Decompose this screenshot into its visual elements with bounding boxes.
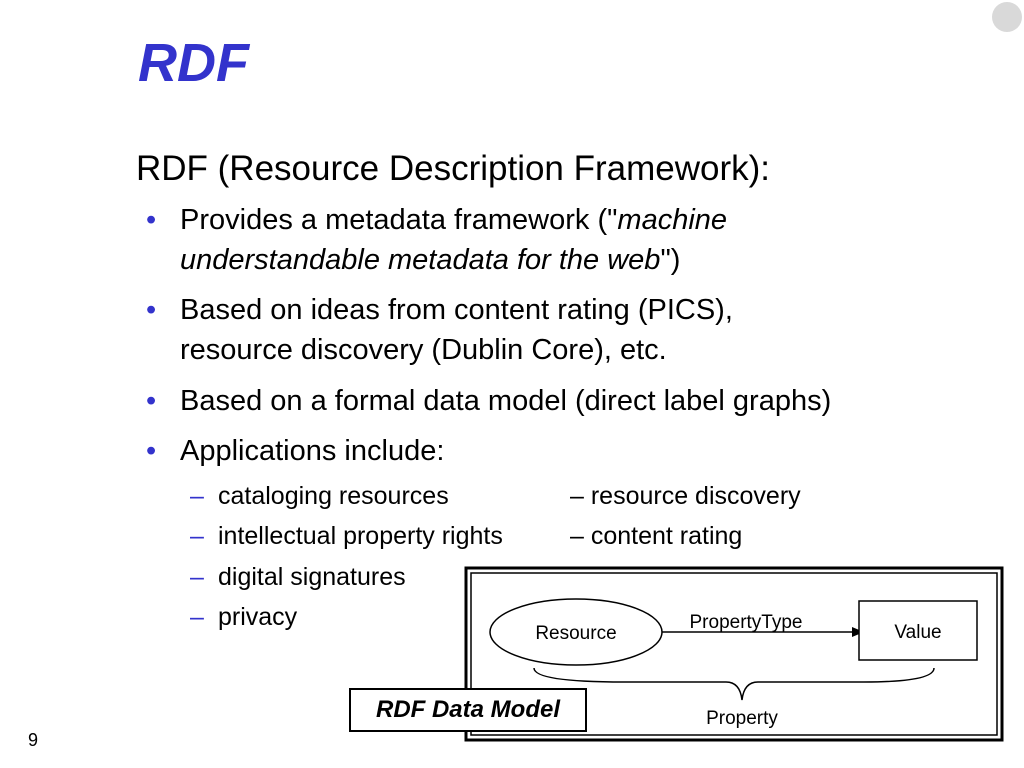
resource-node-label: Resource	[535, 623, 616, 644]
bullet-item-2: • Based on ideas from content rating (PI…	[146, 290, 980, 370]
bullet-4-text: Applications include:	[180, 435, 445, 467]
bullet-2-line2: resource discovery (Dublin Core), etc.	[180, 334, 667, 366]
bullet-dot: •	[146, 204, 157, 236]
application-label: cataloging resources	[218, 482, 449, 510]
slide-title: RDF	[138, 33, 249, 93]
application-item: – digital signatures	[190, 561, 406, 593]
bullet-1-text: Provides a metadata framework ("	[180, 204, 618, 236]
bullet-dot: •	[146, 435, 157, 467]
corner-dot-decoration	[992, 2, 1022, 32]
bullet-1-italic: machine	[617, 204, 728, 236]
bullet-1-suffix: ")	[660, 244, 681, 276]
diagram-inner-frame	[470, 572, 998, 736]
bullet-item-4: • Applications include:	[146, 431, 980, 471]
dash-marker: –	[190, 522, 204, 550]
bullet-dot: •	[146, 294, 157, 326]
property-brace	[533, 667, 935, 701]
diagram-caption: RDF Data Model	[349, 688, 587, 732]
arrow-head	[852, 627, 864, 637]
application-label: digital signatures	[218, 563, 406, 591]
dash-marker: –	[190, 603, 204, 631]
intro-heading: RDF (Resource Description Framework):	[136, 149, 771, 188]
bullet-item-3: • Based on a formal data model (direct l…	[146, 381, 980, 421]
application-label: intellectual property rights	[218, 522, 503, 550]
property-type-label: PropertyType	[690, 612, 803, 633]
bullet-3-text: Based on a formal data model (direct lab…	[180, 385, 832, 417]
application-item: – privacy	[190, 601, 298, 633]
application-item: – cataloging resources	[190, 480, 449, 512]
application-label: privacy	[218, 603, 298, 631]
application-item: – intellectual property rights	[190, 520, 503, 552]
bullet-1-italic-cont: understandable metadata for the web	[180, 244, 661, 276]
dash-marker: –	[190, 482, 204, 510]
application-item-right: – content rating	[570, 522, 743, 550]
bullet-item-1: • Provides a metadata framework ("machin…	[146, 200, 980, 280]
page-number: 9	[28, 730, 39, 750]
application-item-right: – resource discovery	[570, 482, 801, 510]
property-label: Property	[706, 708, 778, 729]
bullet-2-line1: Based on ideas from content rating (PICS…	[180, 294, 733, 326]
value-node	[858, 600, 978, 661]
dash-marker: –	[190, 563, 204, 591]
value-node-label: Value	[894, 622, 941, 643]
bullet-dot: •	[146, 385, 157, 417]
